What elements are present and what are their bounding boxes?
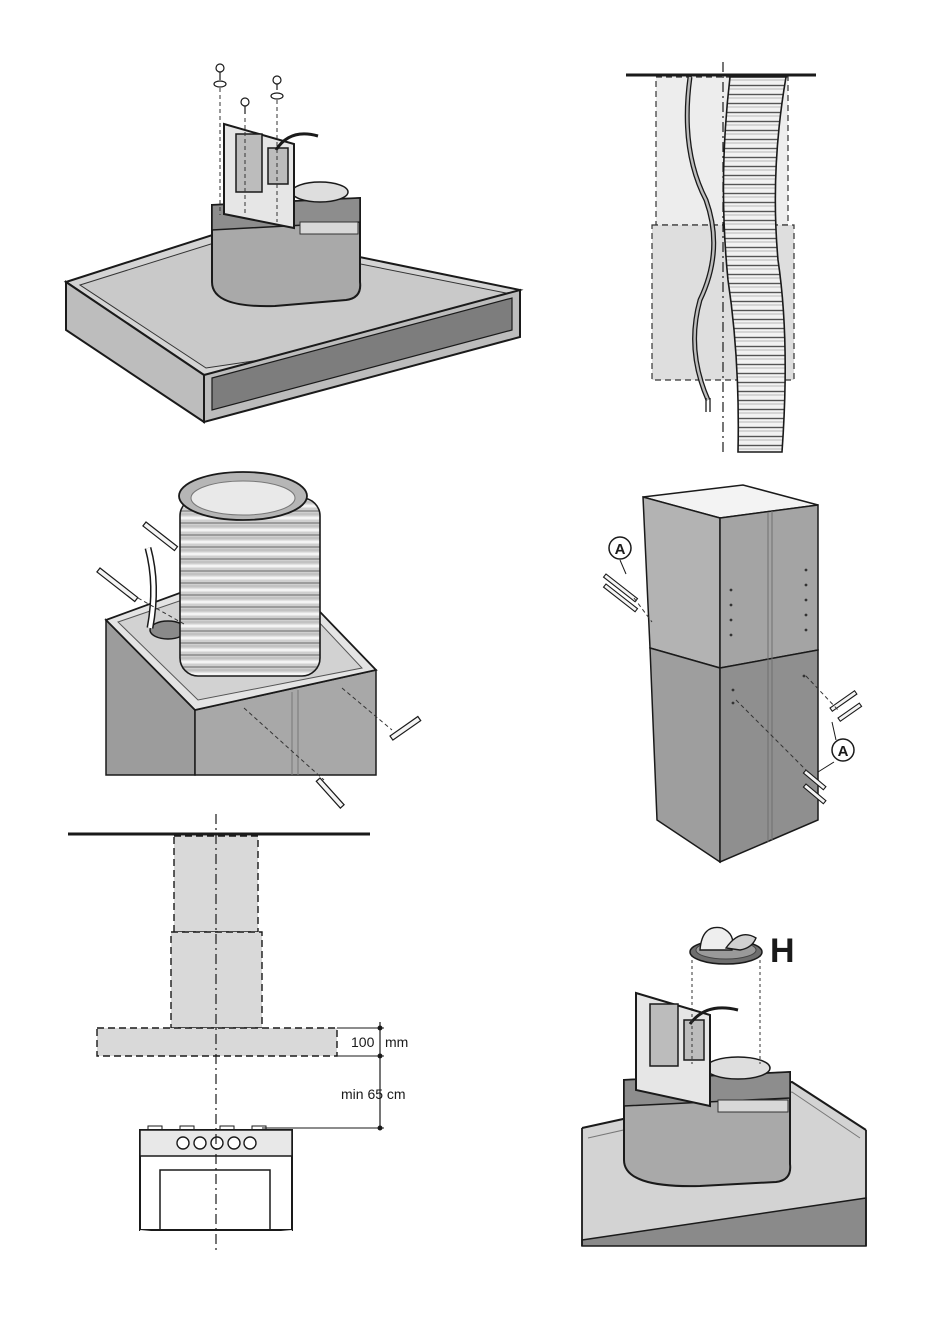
hood-body-dim — [97, 1028, 337, 1056]
step-6-non-return-valve: H — [582, 927, 866, 1246]
step-4-chimney-assembly: A A — [604, 485, 862, 862]
upper-chimney-left — [643, 497, 720, 668]
min-height-label: min 65 cm — [341, 1086, 406, 1102]
valve-icon — [690, 927, 762, 964]
flexible-duct-icon — [180, 498, 320, 676]
lower-chimney-right — [720, 650, 818, 862]
screw-icon — [214, 64, 283, 114]
valve-label-h: H — [770, 932, 795, 970]
lower-chimney-left — [650, 648, 720, 862]
flexible-duct-icon — [723, 77, 786, 452]
step-5-height-dimensions: 100 mm min 65 cm — [68, 814, 408, 1250]
washer-icon — [214, 81, 226, 87]
label-a-top: A — [615, 541, 626, 558]
label-a-bottom: A — [838, 743, 849, 760]
clearance-unit: mm — [385, 1034, 408, 1050]
upper-chimney-right — [720, 505, 818, 668]
step-1-hood-bracket — [66, 64, 520, 422]
step-2-duct-ceiling — [626, 62, 816, 452]
clearance-value: 100 — [351, 1034, 375, 1050]
step-3-duct-on-chimney — [97, 472, 421, 808]
